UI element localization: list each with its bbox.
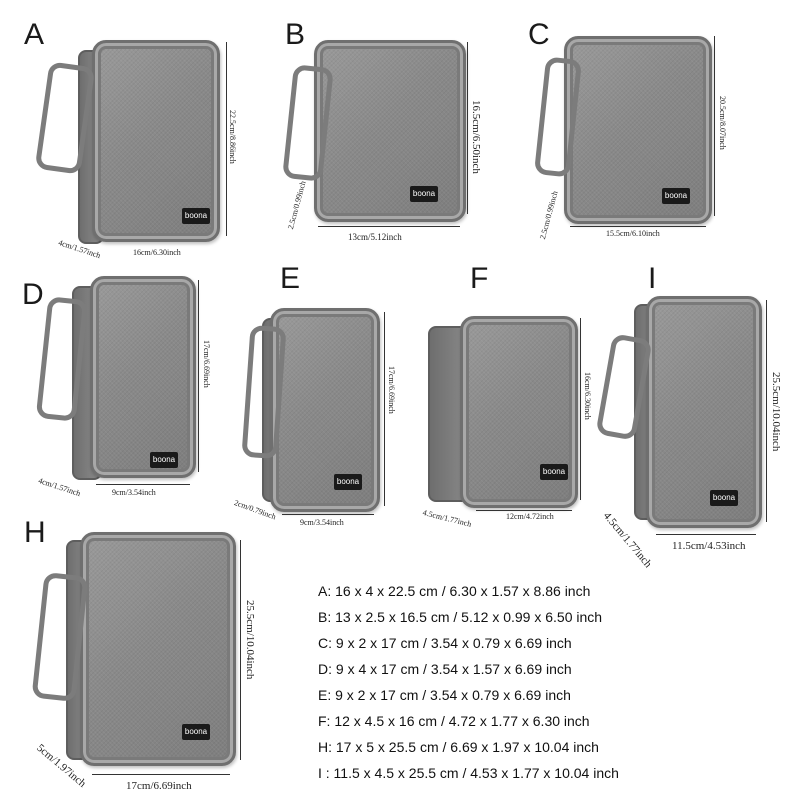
dim-d-depth: 4cm/1.57inch (37, 476, 82, 499)
spec-b: B: 13 x 2.5 x 16.5 cm / 5.12 x 0.99 x 6.… (318, 609, 603, 625)
dim-i-height: 25.5cm/10.04inch (770, 372, 782, 452)
dim-c-depth: 2.5cm/0.99inch (538, 189, 560, 241)
dim-d-height: 17cm/6.69inch (202, 340, 211, 388)
logo-i: boona (710, 490, 738, 506)
dim-i-width: 11.5cm/4.53inch (672, 540, 746, 552)
bag-d (90, 276, 196, 478)
dim-line-b-height (467, 42, 468, 214)
dim-line-i-width (656, 534, 756, 535)
dim-h-width: 17cm/6.69inch (126, 780, 192, 792)
dim-c-height: 20.5cm/8.07inch (718, 96, 727, 150)
bag-b (314, 40, 466, 222)
dim-f-depth: 4.5cm/1.77inch (421, 508, 473, 529)
label-a: A (24, 18, 45, 51)
spec-e: E: 9 x 2 x 17 cm / 3.54 x 0.79 x 6.69 in… (318, 687, 571, 703)
dim-a-height: 22.5cm/8.86inch (228, 110, 237, 164)
dim-h-height: 25.5cm/10.04inch (244, 600, 256, 680)
logo-d: boona (150, 452, 178, 468)
dim-line-b-width (318, 226, 460, 227)
spec-a: A: 16 x 4 x 22.5 cm / 6.30 x 1.57 x 8.86… (318, 583, 591, 599)
dim-f-height: 16cm/6.30inch (583, 372, 592, 420)
label-d: D (22, 278, 44, 311)
dim-b-height: 16.5cm/6.50inch (470, 100, 482, 174)
spec-f: F: 12 x 4.5 x 16 cm / 4.72 x 1.77 x 6.30… (318, 713, 590, 729)
label-i: I (648, 262, 657, 295)
dim-e-width: 9cm/3.54inch (300, 518, 344, 527)
dim-line-h-width (92, 774, 230, 775)
label-b: B (285, 18, 306, 51)
dim-line-f-width (476, 510, 572, 511)
dim-line-d-height (198, 280, 199, 472)
dim-b-depth: 2.5cm/0.99inch (286, 179, 308, 231)
label-h: H (24, 516, 46, 549)
dim-line-a-height (226, 42, 227, 236)
logo-b: boona (410, 186, 438, 202)
logo-a: boona (182, 208, 210, 224)
logo-f: boona (540, 464, 568, 480)
dim-line-f-height (580, 318, 581, 500)
dim-line-d-width (96, 484, 190, 485)
dim-b-width: 13cm/5.12inch (348, 232, 402, 242)
label-c: C (528, 18, 550, 51)
dim-f-width: 12cm/4.72inch (506, 512, 554, 521)
dim-e-height: 17cm/6.69inch (387, 366, 396, 414)
dim-line-i-height (766, 300, 767, 522)
dim-a-width: 16cm/6.30inch (133, 248, 181, 257)
dim-line-h-height (240, 540, 241, 760)
label-f: F (470, 262, 489, 295)
logo-e: boona (334, 474, 362, 490)
spec-c: C: 9 x 2 x 17 cm / 3.54 x 0.79 x 6.69 in… (318, 635, 572, 651)
spec-h: H: 17 x 5 x 25.5 cm / 6.69 x 1.97 x 10.0… (318, 739, 599, 755)
dim-c-width: 15.5cm/6.10inch (606, 229, 660, 238)
dim-line-c-width (570, 226, 706, 227)
dim-line-e-width (282, 514, 374, 515)
logo-h: boona (182, 724, 210, 740)
bag-i (646, 296, 762, 528)
spec-d: D: 9 x 4 x 17 cm / 3.54 x 1.57 x 6.69 in… (318, 661, 572, 677)
dim-d-width: 9cm/3.54inch (112, 488, 156, 497)
label-e: E (280, 262, 301, 295)
dim-line-e-height (384, 312, 385, 506)
bag-a (92, 40, 220, 242)
bag-h (80, 532, 236, 766)
dim-line-c-height (714, 36, 715, 216)
bag-e (270, 308, 380, 512)
spec-i: I : 11.5 x 4.5 x 25.5 cm / 4.53 x 1.77 x… (318, 765, 619, 781)
logo-c: boona (662, 188, 690, 204)
